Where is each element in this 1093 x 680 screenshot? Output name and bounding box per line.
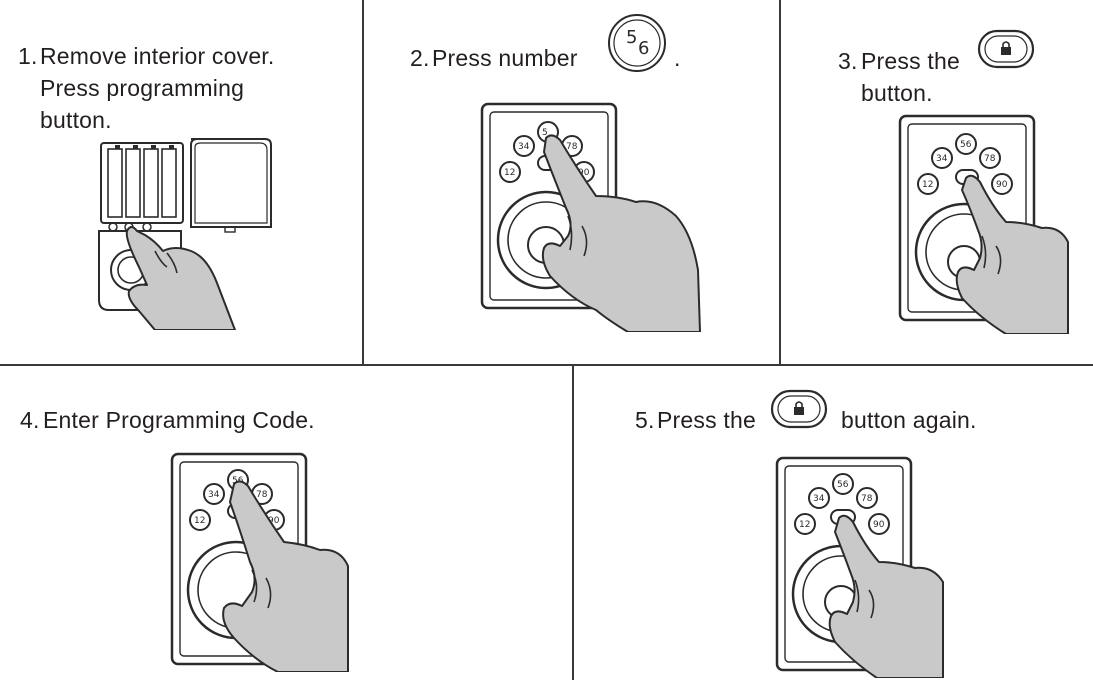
svg-text:90: 90 [578,168,590,178]
svg-text:90: 90 [996,180,1008,190]
svg-text:90: 90 [873,520,885,530]
svg-text:56: 56 [837,480,849,490]
svg-text:78: 78 [566,142,578,152]
step-5-suffix: button again. [841,407,977,433]
step-1-line-2: Press programming [40,75,245,101]
step-4-panel: 4. Enter Programming Code. 56 34 78 12 9… [0,366,572,680]
step-1-line-1: Remove interior cover. [40,43,275,69]
keypad-lock-illustration-2: 5 34 78 12 90 [480,102,701,332]
keypad-lock-illustration-3: 56 34 78 12 90 [898,114,1069,334]
step-5-number: 5. [635,407,655,433]
svg-text:34: 34 [813,494,825,504]
svg-text:78: 78 [256,490,268,500]
svg-text:34: 34 [208,490,220,500]
svg-text:12: 12 [194,516,205,526]
lock-button-icon [769,388,829,432]
svg-text:12: 12 [922,180,933,190]
step-2-number: 2. [410,45,430,71]
keypad-key-5-6-icon: 5 6 [607,13,667,73]
svg-text:5: 5 [626,27,637,48]
step-3-line-1: Press the [861,48,960,74]
svg-text:5: 5 [542,128,548,138]
keypad-lock-illustration-5: 56 34 78 12 90 [775,456,944,678]
divider-top-2 [779,0,781,365]
svg-text:78: 78 [861,494,873,504]
step-4-number: 4. [20,407,40,433]
step-2-panel: 2. Press number 5 6 . 5 34 78 12 90 [363,0,779,364]
divider-top-1 [362,0,364,365]
step-3-number: 3. [838,48,858,74]
divider-bottom [572,365,574,680]
step-2-text: Press number [432,45,578,71]
svg-text:34: 34 [936,154,948,164]
step-1-line-3: button. [40,107,112,133]
svg-text:6: 6 [638,38,649,59]
step-1-panel: 1. Remove interior cover. Press programm… [0,0,362,364]
step-2-suffix: . [674,45,681,71]
lock-button-icon [976,28,1036,72]
svg-text:12: 12 [504,168,515,178]
svg-text:90: 90 [268,516,280,526]
svg-text:34: 34 [518,142,530,152]
lock-interior-illustration [98,138,272,330]
step-4-text: Enter Programming Code. [43,407,315,433]
step-3-panel: 3. Press the button. 56 34 78 12 90 [780,0,1093,364]
step-5-panel: 5. Press the button again. 56 34 78 12 9… [573,366,1093,680]
svg-text:78: 78 [984,154,996,164]
step-3-line-2: button. [861,80,933,106]
step-1-number: 1. [18,43,38,69]
keypad-lock-illustration-4: 56 34 78 12 90 [170,452,349,672]
svg-text:56: 56 [960,140,972,150]
divider-middle [0,364,1093,366]
svg-text:12: 12 [799,520,810,530]
step-5-text: Press the [657,407,756,433]
